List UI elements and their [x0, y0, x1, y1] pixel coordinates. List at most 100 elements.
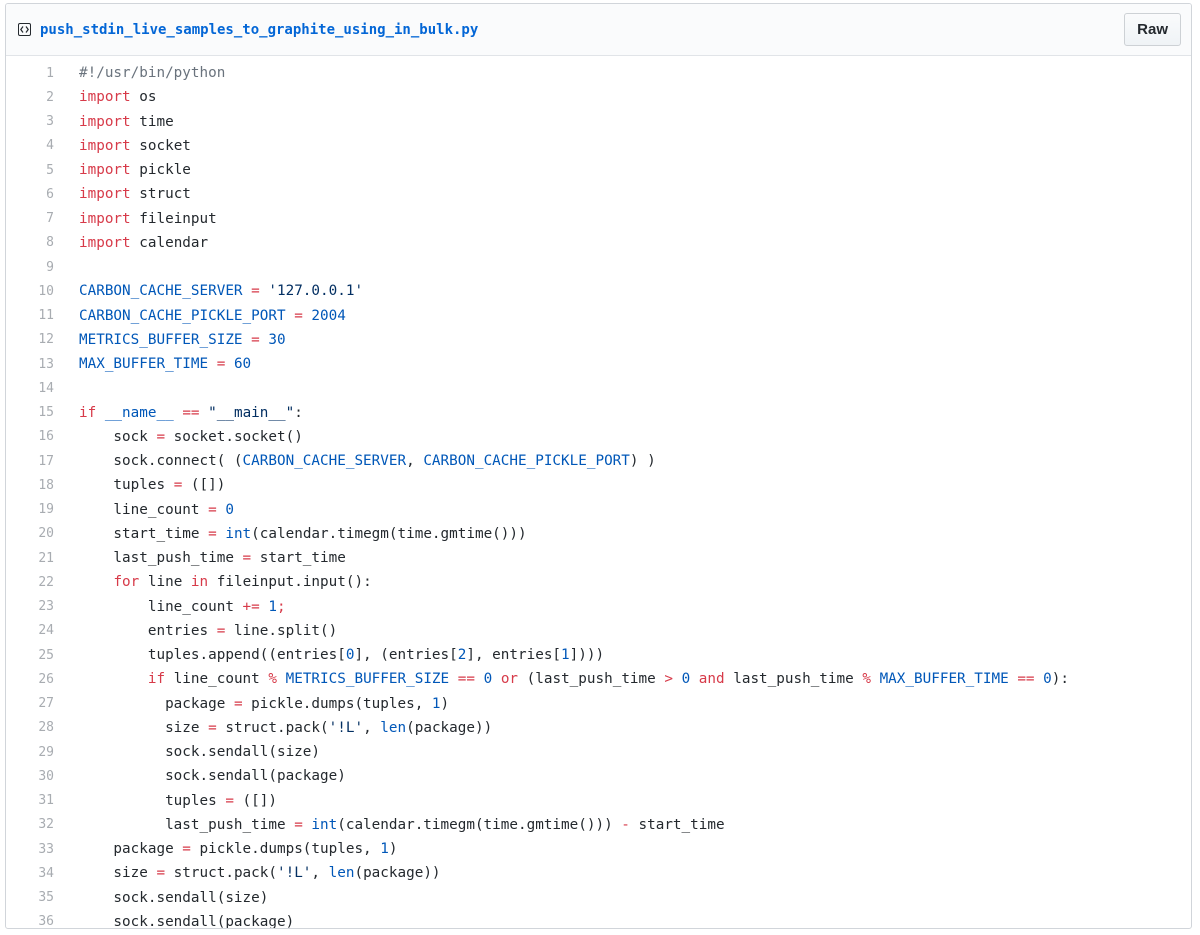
- code-line: 30 sock.sendall(package): [6, 764, 1191, 788]
- line-number[interactable]: 9: [46, 259, 54, 275]
- line-content: last_push_time = int(calendar.timegm(tim…: [54, 817, 725, 833]
- line-content: import time: [54, 114, 174, 130]
- code-token: len: [380, 719, 407, 736]
- code-token: +=: [242, 598, 260, 615]
- code-token: =: [208, 525, 217, 542]
- line-number[interactable]: 21: [38, 550, 54, 566]
- line-number[interactable]: 24: [38, 623, 54, 639]
- line-number[interactable]: 22: [38, 574, 54, 590]
- code-token: #!/usr/bin/python: [79, 65, 226, 82]
- line-number[interactable]: 10: [38, 283, 54, 299]
- code-token: [475, 671, 484, 687]
- line-number[interactable]: 16: [38, 429, 54, 445]
- code-token: [96, 405, 105, 421]
- line-number[interactable]: 12: [38, 332, 54, 348]
- code-line: 9: [6, 255, 1191, 279]
- line-number[interactable]: 32: [38, 817, 54, 833]
- code-token: socket.socket(): [165, 428, 303, 445]
- line-content: import calendar: [54, 235, 208, 251]
- code-token: 1: [268, 598, 277, 615]
- line-number[interactable]: 23: [38, 599, 54, 615]
- code-token: METRICS_BUFFER_SIZE: [79, 331, 243, 348]
- line-number[interactable]: 13: [38, 356, 54, 372]
- code-token: -: [621, 816, 630, 833]
- code-token: for: [113, 574, 140, 591]
- line-number[interactable]: 5: [46, 162, 54, 178]
- code-token: package: [79, 841, 183, 858]
- code-line: 1 #!/usr/bin/python: [6, 61, 1191, 85]
- file-title: push_stdin_live_samples_to_graphite_usin…: [18, 22, 478, 38]
- code-token: =: [156, 428, 166, 445]
- line-number[interactable]: 15: [38, 405, 54, 421]
- line-content: import struct: [54, 186, 191, 202]
- line-content: package = pickle.dumps(tuples, 1): [54, 696, 449, 712]
- line-number[interactable]: 11: [38, 308, 54, 324]
- code-line: 16 sock = socket.socket(): [6, 425, 1191, 449]
- line-content: if __name__ == "__main__":: [54, 405, 303, 421]
- line-number[interactable]: 27: [38, 696, 54, 712]
- line-number[interactable]: 25: [38, 647, 54, 663]
- line-number[interactable]: 14: [38, 380, 54, 396]
- code-token: start_time: [79, 525, 209, 542]
- code-token: [79, 574, 113, 590]
- line-number[interactable]: 26: [38, 671, 54, 687]
- line-number[interactable]: 18: [38, 477, 54, 493]
- code-token: MAX_BUFFER_TIME: [79, 356, 209, 373]
- code-token: =: [233, 695, 243, 712]
- line-number[interactable]: 1: [46, 65, 54, 81]
- code-token: fileinput: [130, 210, 217, 227]
- code-line: 21 last_push_time = start_time: [6, 546, 1191, 570]
- code-token: calendar: [130, 234, 209, 251]
- line-content: #!/usr/bin/python: [54, 65, 225, 81]
- code-token: tuples.append((entries[: [79, 647, 346, 664]
- code-token: 0: [1043, 671, 1052, 688]
- line-content: start_time = int(calendar.timegm(time.gm…: [54, 525, 526, 542]
- code-token: [690, 671, 699, 687]
- code-token: ], (entries[: [354, 647, 458, 664]
- code-token: ,: [363, 719, 381, 736]
- code-token: last_push_time: [724, 671, 863, 688]
- line-number[interactable]: 31: [38, 793, 54, 809]
- line-number[interactable]: 19: [38, 502, 54, 518]
- code-token: __name__: [104, 404, 174, 421]
- line-number[interactable]: 2: [46, 89, 54, 105]
- code-token: ): [388, 841, 398, 858]
- line-number[interactable]: 8: [46, 235, 54, 251]
- line-content: entries = line.split(): [54, 623, 337, 639]
- code-token: =: [208, 719, 217, 736]
- file-header: push_stdin_live_samples_to_graphite_usin…: [6, 4, 1191, 56]
- line-content: sock.connect( (CARBON_CACHE_SERVER, CARB…: [54, 453, 655, 469]
- code-token: 0: [225, 501, 234, 518]
- code-token: ==: [457, 671, 475, 688]
- line-number[interactable]: 6: [46, 186, 54, 202]
- line-number[interactable]: 34: [38, 865, 54, 881]
- line-number[interactable]: 20: [38, 526, 54, 542]
- line-number[interactable]: 35: [38, 890, 54, 906]
- line-number[interactable]: 28: [38, 720, 54, 736]
- code-token: or: [500, 671, 519, 688]
- code-line: 32 last_push_time = int(calendar.timegm(…: [6, 813, 1191, 837]
- code-token: struct: [130, 186, 191, 203]
- line-number[interactable]: 29: [38, 744, 54, 760]
- line-number[interactable]: 7: [46, 211, 54, 227]
- code-token: (package)): [406, 719, 493, 736]
- line-number[interactable]: 36: [38, 914, 54, 929]
- code-line: 18 tuples = ([]): [6, 473, 1191, 497]
- line-content: sock.sendall(size): [54, 744, 320, 760]
- code-token: [1035, 671, 1044, 687]
- code-token: :: [294, 404, 303, 421]
- code-line: 31 tuples = ([]): [6, 789, 1191, 813]
- line-number[interactable]: 17: [38, 453, 54, 469]
- line-number[interactable]: 33: [38, 841, 54, 857]
- line-number[interactable]: 30: [38, 768, 54, 784]
- line-number[interactable]: 4: [46, 138, 54, 154]
- code-token: pickle.dumps(tuples,: [242, 695, 432, 712]
- raw-button[interactable]: Raw: [1124, 13, 1181, 46]
- line-number[interactable]: 3: [46, 114, 54, 130]
- file-name-link[interactable]: push_stdin_live_samples_to_graphite_usin…: [40, 21, 479, 38]
